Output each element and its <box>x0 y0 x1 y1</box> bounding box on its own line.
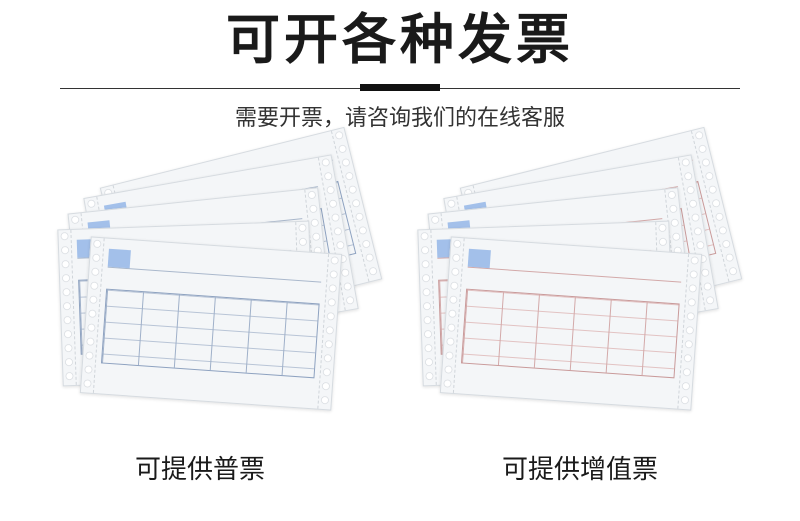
vat-invoice-caption: 可提供增值票 <box>501 455 658 485</box>
invoice-sheet <box>439 236 703 411</box>
vat-invoice-image <box>405 126 755 435</box>
page-subtitle: 需要开票，请咨询我们的在线客服 <box>234 106 565 131</box>
divider-accent <box>360 84 440 91</box>
general-invoice-caption: 可提供普票 <box>134 455 265 485</box>
general-invoice-image <box>45 126 395 435</box>
page-title: 可开各种发票 <box>226 8 574 71</box>
invoice-sheet <box>79 236 343 411</box>
